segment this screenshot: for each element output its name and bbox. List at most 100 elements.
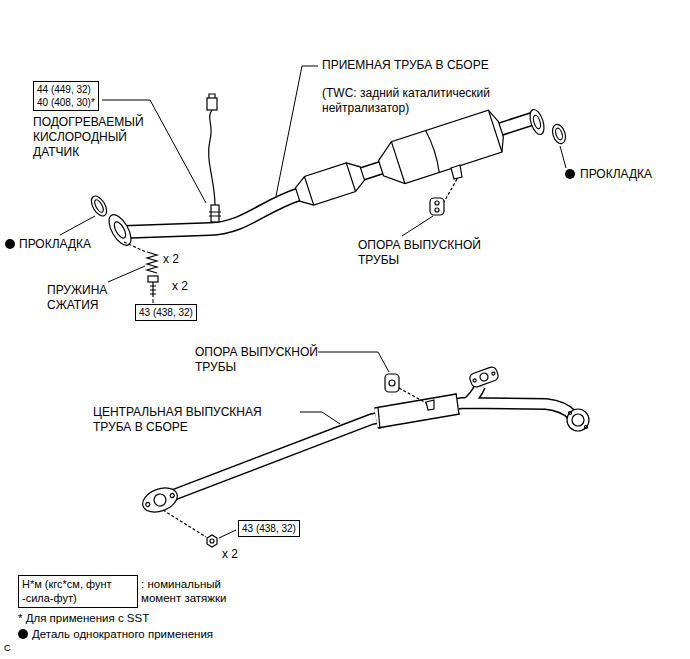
oxygen-sensor <box>209 110 215 205</box>
center-pipe <box>376 404 458 418</box>
oxygen-sensor <box>209 212 221 216</box>
torque-box: 44 (449, 32)40 (408, 30)* <box>33 81 99 111</box>
outlet-flange <box>527 108 546 136</box>
single-use-mark <box>18 629 28 639</box>
torque-value: 40 (408, 30)* <box>37 96 95 109</box>
legend-box: Н*м (кгс*см, фунт -сила-фут) <box>18 575 138 608</box>
oxygen-sensor <box>209 94 215 98</box>
small-converter <box>293 159 367 209</box>
part-name: ПРУЖИНА СЖАТИЯ <box>47 283 127 313</box>
leader-lines-lower <box>219 352 389 538</box>
quantity: x 2 <box>222 547 238 562</box>
center-flange-right <box>567 409 589 431</box>
outlet-flange <box>532 114 542 129</box>
part-name: ПРОКЛАДКА <box>580 167 652 182</box>
inlet-flange <box>112 220 128 240</box>
leader-lines-lower <box>300 412 340 424</box>
center-flange-upper <box>468 366 499 389</box>
leader-lines <box>60 66 566 303</box>
figure-code: C <box>4 643 11 654</box>
oxygen-sensor <box>207 98 217 110</box>
part-name: ОПОРА ВЫПУСКНОЙ ТРУБЫ <box>195 345 335 375</box>
center-flange-right <box>572 414 584 426</box>
center-pipe <box>376 404 458 418</box>
torque-value: 44 (449, 32) <box>37 83 95 96</box>
gasket-left <box>88 193 109 218</box>
center-flange-left <box>152 492 167 507</box>
center-flange-left <box>139 484 180 517</box>
part-name: ЦЕНТРАЛЬНАЯ ВЫПУСКНАЯ ТРУБА В СБОРЕ <box>93 405 293 435</box>
lower-nut <box>163 510 206 537</box>
center-flange-left <box>145 502 150 507</box>
gasket-right <box>550 123 568 146</box>
gasket-right <box>554 127 563 140</box>
oxygen-sensor <box>211 205 219 222</box>
quantity: x 2 <box>163 252 179 267</box>
legend-text: Деталь однократного применения <box>32 627 213 641</box>
center-flange-upper <box>468 366 499 389</box>
leader-lines <box>560 146 566 168</box>
hanger-upper <box>430 198 444 215</box>
leader-lines <box>402 216 433 236</box>
oxygen-sensor <box>207 94 221 222</box>
leader-lines <box>60 216 95 235</box>
center-flange-upper <box>473 378 477 382</box>
gasket-left <box>88 193 109 218</box>
leader-lines-lower <box>318 352 389 372</box>
footnote: * Для применения с SST <box>18 611 149 625</box>
single-use-mark <box>5 239 15 249</box>
main-converter <box>374 108 507 189</box>
single-use-mark <box>565 169 575 179</box>
hanger-lower <box>426 400 434 410</box>
lower-nut <box>210 539 214 543</box>
torque-box: 43 (438, 32) <box>238 520 300 537</box>
hanger-lower <box>385 374 399 392</box>
spring-bolt <box>147 252 157 273</box>
leader-lines-lower <box>219 530 236 538</box>
small-converter <box>293 159 367 209</box>
leader-lines <box>276 66 318 196</box>
gasket-left <box>93 198 105 213</box>
center-pipe <box>168 386 572 497</box>
outlet-flange <box>527 108 546 136</box>
leader-lines <box>108 266 145 282</box>
hanger-lower <box>399 388 428 404</box>
hanger-lower <box>389 380 395 386</box>
part-name: ОПОРА ВЫПУСКНОЙ ТРУБЫ <box>358 238 498 268</box>
quantity: x 2 <box>172 279 188 294</box>
legend-text: Н*м (кгс*см, фунт -сила-фут) <box>22 577 134 606</box>
hanger-upper <box>451 165 462 179</box>
single-use-mark <box>5 169 575 639</box>
spring-bolt <box>148 276 158 282</box>
hanger-upper <box>435 201 439 205</box>
hanger-upper <box>430 165 462 215</box>
part-name: ПРОКЛАДКА <box>19 237 91 252</box>
part-name: ПРИЕМНАЯ ТРУБА В СБОРЕ <box>322 58 489 73</box>
torque-value: 43 (438, 32) <box>139 306 193 319</box>
spring-bolt <box>124 242 146 252</box>
center-flange-right <box>567 409 589 431</box>
center-flange-right <box>569 412 572 415</box>
center-flange-left <box>170 493 175 498</box>
inlet-flange <box>105 211 136 248</box>
main-converter <box>391 110 502 183</box>
hanger-upper <box>444 179 457 202</box>
part-name: ПОДОГРЕВАЕМЫЙ КИСЛОРОДНЫЙ ДАТЧИК <box>33 115 158 160</box>
center-flange-upper <box>479 372 489 382</box>
inlet-flange <box>105 211 136 248</box>
spring-bolt <box>150 282 156 297</box>
leader-lines <box>153 299 154 303</box>
torque-value: 43 (438, 32) <box>242 522 296 535</box>
part-note: (TWC: задний каталитический нейтрализато… <box>322 86 527 116</box>
hanger-lower <box>385 374 434 410</box>
legend-text: : номинальный момент затяжки <box>141 577 251 606</box>
small-converter <box>304 163 355 205</box>
center-flange-left <box>139 484 180 517</box>
gasket-right <box>550 123 568 146</box>
torque-box: 43 (438, 32) <box>135 304 197 321</box>
spring-bolt <box>124 242 158 297</box>
center-flange-right <box>585 426 588 429</box>
center-flange-upper <box>491 372 495 376</box>
lower-nut <box>163 510 217 547</box>
